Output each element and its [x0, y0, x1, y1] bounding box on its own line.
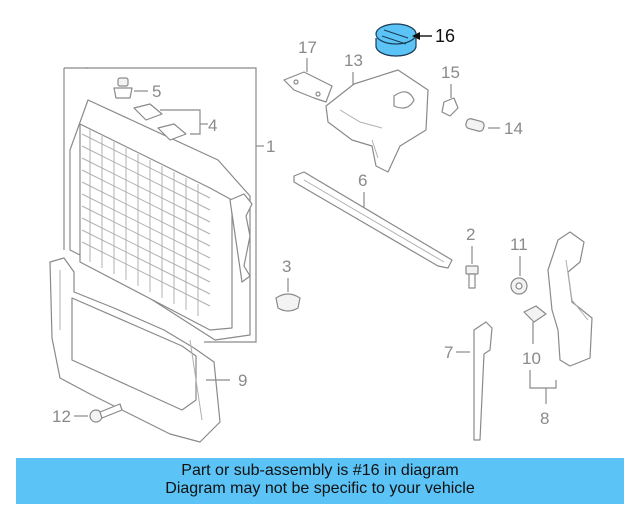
callout-16: 16	[435, 26, 455, 46]
part-10-clip: 10	[522, 305, 557, 389]
part-12-screw: 12	[52, 403, 123, 426]
callout-11: 11	[510, 235, 528, 254]
part-17-bracket: 17	[283, 38, 333, 103]
part-16-cap: 16	[375, 23, 455, 57]
callout-7: 7	[444, 343, 453, 362]
part-3-grommet: 3	[275, 257, 301, 312]
part-9-support-frame: 9	[49, 257, 247, 443]
part-2-bolt: 2	[465, 225, 479, 289]
part-15-sensor: 15	[441, 63, 460, 117]
callout-3: 3	[282, 257, 291, 276]
part-6-seal: 6	[293, 171, 453, 269]
part-5-clip: 5	[113, 77, 161, 101]
callout-8: 8	[540, 409, 549, 428]
callout-12: 12	[52, 407, 71, 426]
part-8-air-duct: 8	[540, 231, 593, 428]
callout-9: 9	[238, 371, 247, 390]
part-7-bracket: 7	[444, 321, 493, 441]
callout-10: 10	[522, 349, 541, 368]
callout-1: 1	[266, 137, 275, 156]
callout-17: 17	[298, 38, 317, 57]
part-14-fitting: 14	[465, 118, 523, 138]
callout-14: 14	[504, 119, 523, 138]
callout-2: 2	[466, 225, 475, 244]
part-4-brackets: 4	[133, 103, 217, 141]
part-1-radiator: 1	[63, 67, 275, 343]
part-11-nut: 11	[510, 235, 528, 295]
part-13-expansion-tank: 13	[325, 51, 429, 173]
callout-13: 13	[344, 51, 363, 70]
callout-15: 15	[441, 63, 460, 82]
info-banner: Part or sub-assembly is #16 in diagram D…	[16, 458, 624, 504]
callout-6: 6	[358, 171, 367, 190]
callout-5: 5	[152, 82, 161, 101]
callout-4: 4	[208, 116, 217, 135]
banner-line-1: Part or sub-assembly is #16 in diagram	[181, 462, 459, 479]
banner-line-2: Diagram may not be specific to your vehi…	[165, 480, 475, 497]
